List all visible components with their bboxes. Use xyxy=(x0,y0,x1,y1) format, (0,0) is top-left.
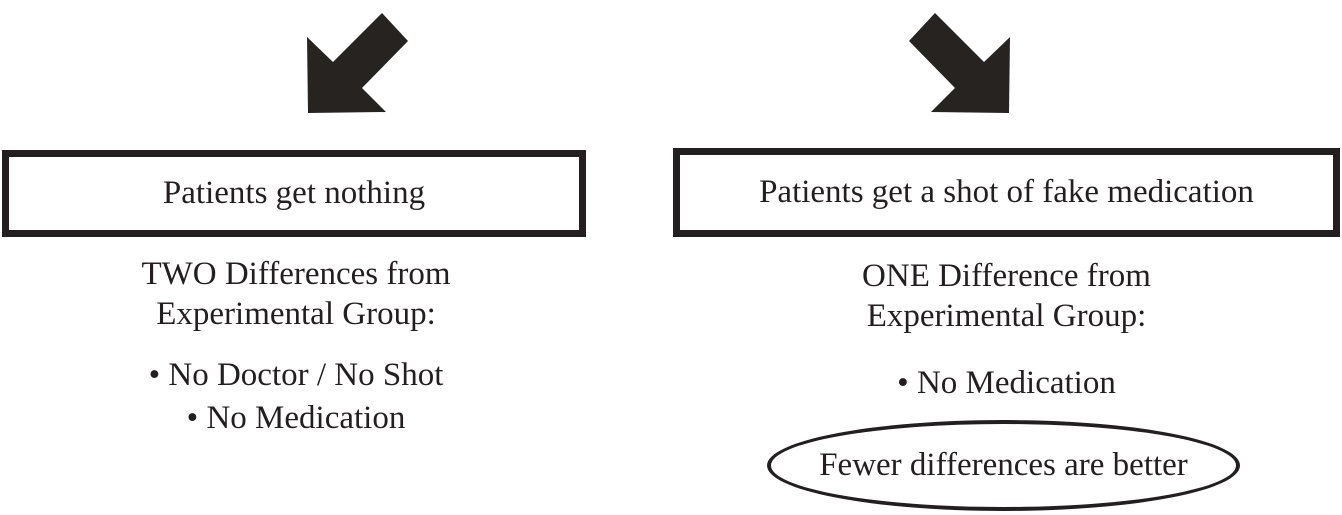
control-group-box: Patients get nothing xyxy=(2,150,586,237)
list-item: • No Medication xyxy=(186,400,406,436)
right-differences-list: • No Medication xyxy=(673,362,1340,405)
left-differences-heading-line1: TWO Differences from xyxy=(141,256,451,292)
right-differences-heading-line1: ONE Difference from xyxy=(862,258,1151,294)
left-differences-list: • No Doctor / No Shot • No Medication xyxy=(0,354,592,440)
callout-ellipse: Fewer differences are better xyxy=(767,420,1240,511)
placebo-group-box-label: Patients get a shot of fake medication xyxy=(759,174,1254,210)
left-differences-heading-line2: Experimental Group: xyxy=(156,296,436,332)
callout-text: Fewer differences are better xyxy=(819,447,1188,483)
arrow-down-right-icon xyxy=(909,13,1010,113)
right-differences-heading-line2: Experimental Group: xyxy=(866,298,1147,334)
placebo-group-box: Patients get a shot of fake medication xyxy=(673,148,1340,237)
left-differences-heading: TWO Differences from Experimental Group: xyxy=(0,254,592,334)
control-group-box-label: Patients get nothing xyxy=(162,175,426,211)
list-item: • No Medication xyxy=(897,365,1116,401)
list-item: • No Doctor / No Shot xyxy=(148,357,444,393)
arrow-down-left-icon xyxy=(307,13,408,113)
right-differences-heading: ONE Difference from Experimental Group: xyxy=(673,256,1340,336)
